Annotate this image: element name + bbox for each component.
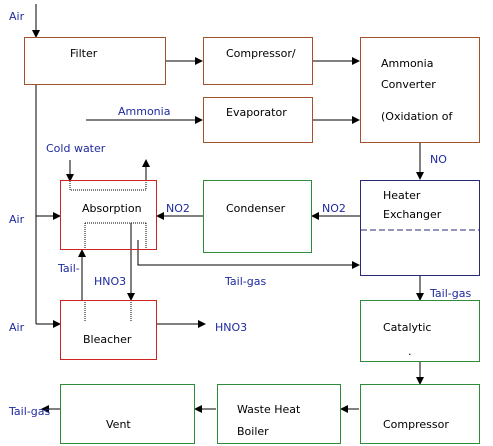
air-bleacher-label: Air (9, 321, 25, 334)
cold-water-label: Cold water (46, 142, 106, 155)
filter-label: Filter (70, 47, 98, 60)
condenser-box: Condenser (203, 180, 312, 253)
waste-heat-boiler-box: Waste Heat Boiler (217, 384, 341, 444)
hno3-out-label: HNO3 (215, 321, 248, 334)
bleacher-box: Bleacher (60, 300, 157, 360)
absorption-box: Absorption (60, 180, 157, 250)
cold-water-dotted-coil (69, 181, 147, 191)
heater-label-line1: Heater (383, 189, 421, 202)
air-top-label: Air (9, 10, 25, 23)
vent-box: Vent (60, 384, 195, 444)
converter-label-line2: Converter (381, 78, 436, 91)
absorption-label: Absorption (82, 202, 142, 215)
evaporator-label: Evaporator (226, 106, 287, 119)
ammonia-label: Ammonia (118, 105, 171, 118)
catalytic-label: Catalytic (383, 321, 432, 334)
hno3-mid-label: HNO3 (94, 275, 127, 288)
condenser-label: Condenser (226, 202, 286, 215)
compressor2-label: Compressor (383, 418, 449, 431)
heater-label-line2: Exchanger (383, 208, 442, 221)
boiler-label-line2: Boiler (237, 425, 269, 438)
converter-label-line3: (Oxidation of (381, 110, 453, 123)
tail-gas-mid-label: Tail-gas (225, 275, 267, 288)
tail-dash-label: Tail- (58, 262, 80, 275)
tail-gas-right-label: Tail-gas (430, 287, 472, 300)
no2-right-label: NO2 (322, 202, 346, 215)
compressor-label: Compressor/ (226, 47, 296, 60)
tail-gas-to-heater-arrow (137, 240, 360, 269)
bleacher-label: Bleacher (83, 333, 132, 346)
catalytic-box: Catalytic . (360, 300, 480, 362)
vent-label: Vent (106, 418, 131, 431)
heater-exchanger-box: Heater Exchanger (360, 180, 480, 276)
no2-left-label: NO2 (166, 202, 190, 215)
air-absorption-label: Air (9, 213, 25, 226)
filter-box: Filter (24, 37, 166, 85)
converter-label-line1: Ammonia (381, 57, 434, 70)
boiler-label-line1: Waste Heat (237, 403, 301, 416)
compressor-box: Compressor/ (203, 37, 313, 85)
tail-gas-out-label: Tail-gas (9, 405, 51, 418)
compressor2-box: Compressor (360, 384, 480, 444)
no-label: NO (430, 153, 447, 166)
catalytic-dot: . (408, 345, 412, 358)
evaporator-box: Evaporator (203, 97, 313, 143)
ammonia-converter-box: Ammonia Converter (Oxidation of (360, 37, 480, 143)
